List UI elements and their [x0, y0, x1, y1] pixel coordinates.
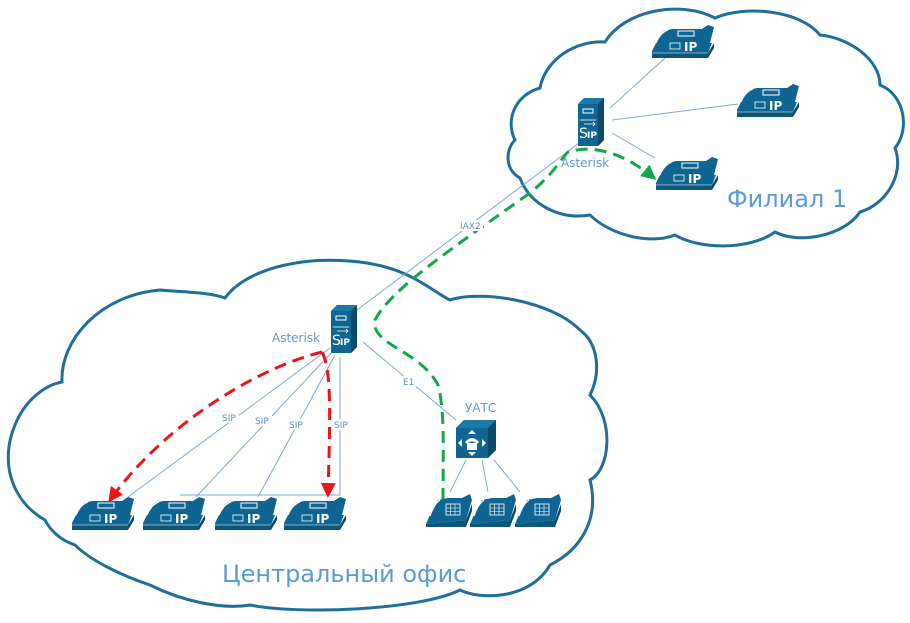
link-pbx-analog-2	[481, 459, 489, 493]
links	[127, 57, 739, 498]
branch-asterisk-server-icon[interactable]	[577, 97, 605, 147]
central-ip-phone-1-icon[interactable]	[71, 496, 135, 531]
label-sip-2: SIP	[255, 417, 269, 427]
central-ip-phone-4-icon[interactable]	[283, 496, 347, 531]
analog-phone-1-icon[interactable]	[425, 493, 473, 528]
link-branch-phone-2	[611, 103, 739, 121]
central-ip-phone-3-icon[interactable]	[214, 496, 278, 531]
cloud-central-office	[6, 258, 609, 612]
central-ip-phone-2-icon[interactable]	[142, 496, 206, 531]
pbx-icon[interactable]	[456, 420, 496, 458]
label-e1: E1	[403, 378, 414, 388]
analog-phone-2-icon[interactable]	[469, 493, 517, 528]
call-path-red-2	[320, 351, 336, 498]
analog-phone-3-icon[interactable]	[514, 493, 562, 528]
central-asterisk-server-icon[interactable]	[330, 304, 358, 354]
link-pbx-analog-1	[449, 459, 467, 493]
link-labels: IAX2 E1 SIP SIP SIP SIP	[221, 220, 483, 431]
label-iax2: IAX2	[460, 222, 481, 232]
central-office-label: Центральный офис	[222, 560, 466, 588]
link-pbx-analog-3	[493, 459, 521, 493]
branch-ip-phone-2-icon[interactable]	[736, 83, 800, 118]
link-sip-4	[180, 357, 341, 496]
link-branch-phone-3	[611, 132, 656, 159]
link-branch-phone-1	[609, 57, 666, 109]
branch-server-label: Asterisk	[561, 156, 609, 170]
label-sip-1: SIP	[222, 414, 236, 424]
branch-ip-phone-1-icon[interactable]	[651, 24, 715, 59]
branch-office-label: Филиал 1	[727, 185, 847, 213]
central-server-label: Asterisk	[272, 331, 320, 345]
branch-ip-phone-3-icon[interactable]	[655, 156, 719, 191]
call-path-red-1	[108, 350, 323, 503]
cloud-branch-office	[506, 7, 905, 248]
label-sip-3: SIP	[289, 421, 303, 431]
label-sip-4: SIP	[334, 421, 348, 431]
call-path-green	[373, 147, 657, 501]
pbx-label: УАТС	[465, 401, 496, 415]
